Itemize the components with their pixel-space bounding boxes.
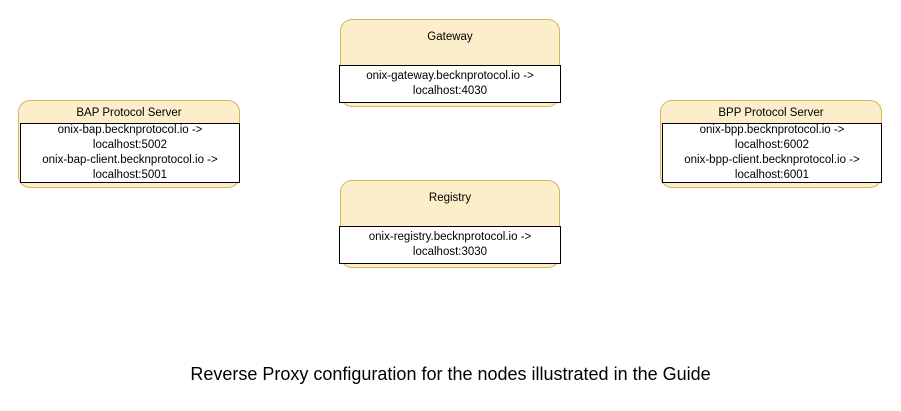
node-registry-title: Registry	[428, 192, 472, 204]
node-bpp-mapping-line-2: localhost:6002	[734, 139, 810, 151]
node-registry-mapping-line-1: onix-registry.becknprotocol.io ->	[368, 231, 532, 243]
node-gateway-mapping-line-1: onix-gateway.becknprotocol.io ->	[366, 70, 534, 82]
node-bap-protocol-server-title: BAP Protocol Server	[76, 107, 182, 119]
node-bpp-protocol-server-title: BPP Protocol Server	[718, 107, 824, 119]
node-registry-body: onix-registry.becknprotocol.io -> localh…	[339, 226, 561, 264]
node-bpp-protocol-server-body: onix-bpp.becknprotocol.io -> localhost:6…	[662, 123, 882, 183]
diagram-caption: Reverse Proxy configuration for the node…	[190, 364, 711, 384]
node-registry-mapping-line-2: localhost:3030	[412, 246, 488, 258]
node-bap-protocol-server[interactable]: BAP Protocol Server onix-bap.becknprotoc…	[18, 100, 240, 188]
node-bap-mapping-line-1: onix-bap.becknprotocol.io ->	[57, 124, 203, 136]
node-bap-mapping-line-2: localhost:5002	[92, 139, 168, 151]
node-bpp-protocol-server[interactable]: BPP Protocol Server onix-bpp.becknprotoc…	[660, 100, 882, 188]
node-gateway[interactable]: Gateway onix-gateway.becknprotocol.io ->…	[339, 19, 561, 107]
node-gateway-mapping-line-2: localhost:4030	[412, 85, 488, 97]
node-bap-mapping-line-3: onix-bap-client.becknprotocol.io ->	[42, 154, 218, 166]
node-bpp-mapping-line-1: onix-bpp.becknprotocol.io ->	[699, 124, 845, 136]
node-gateway-title: Gateway	[427, 31, 473, 43]
node-bpp-mapping-line-3: onix-bpp-client.becknprotocol.io ->	[684, 154, 860, 166]
node-registry[interactable]: Registry onix-registry.becknprotocol.io …	[339, 180, 561, 268]
node-bap-protocol-server-body: onix-bap.becknprotocol.io -> localhost:5…	[20, 123, 240, 183]
node-gateway-body: onix-gateway.becknprotocol.io -> localho…	[339, 65, 561, 103]
node-bap-mapping-line-4: localhost:5001	[92, 169, 168, 181]
node-bpp-mapping-line-4: localhost:6001	[734, 169, 810, 181]
